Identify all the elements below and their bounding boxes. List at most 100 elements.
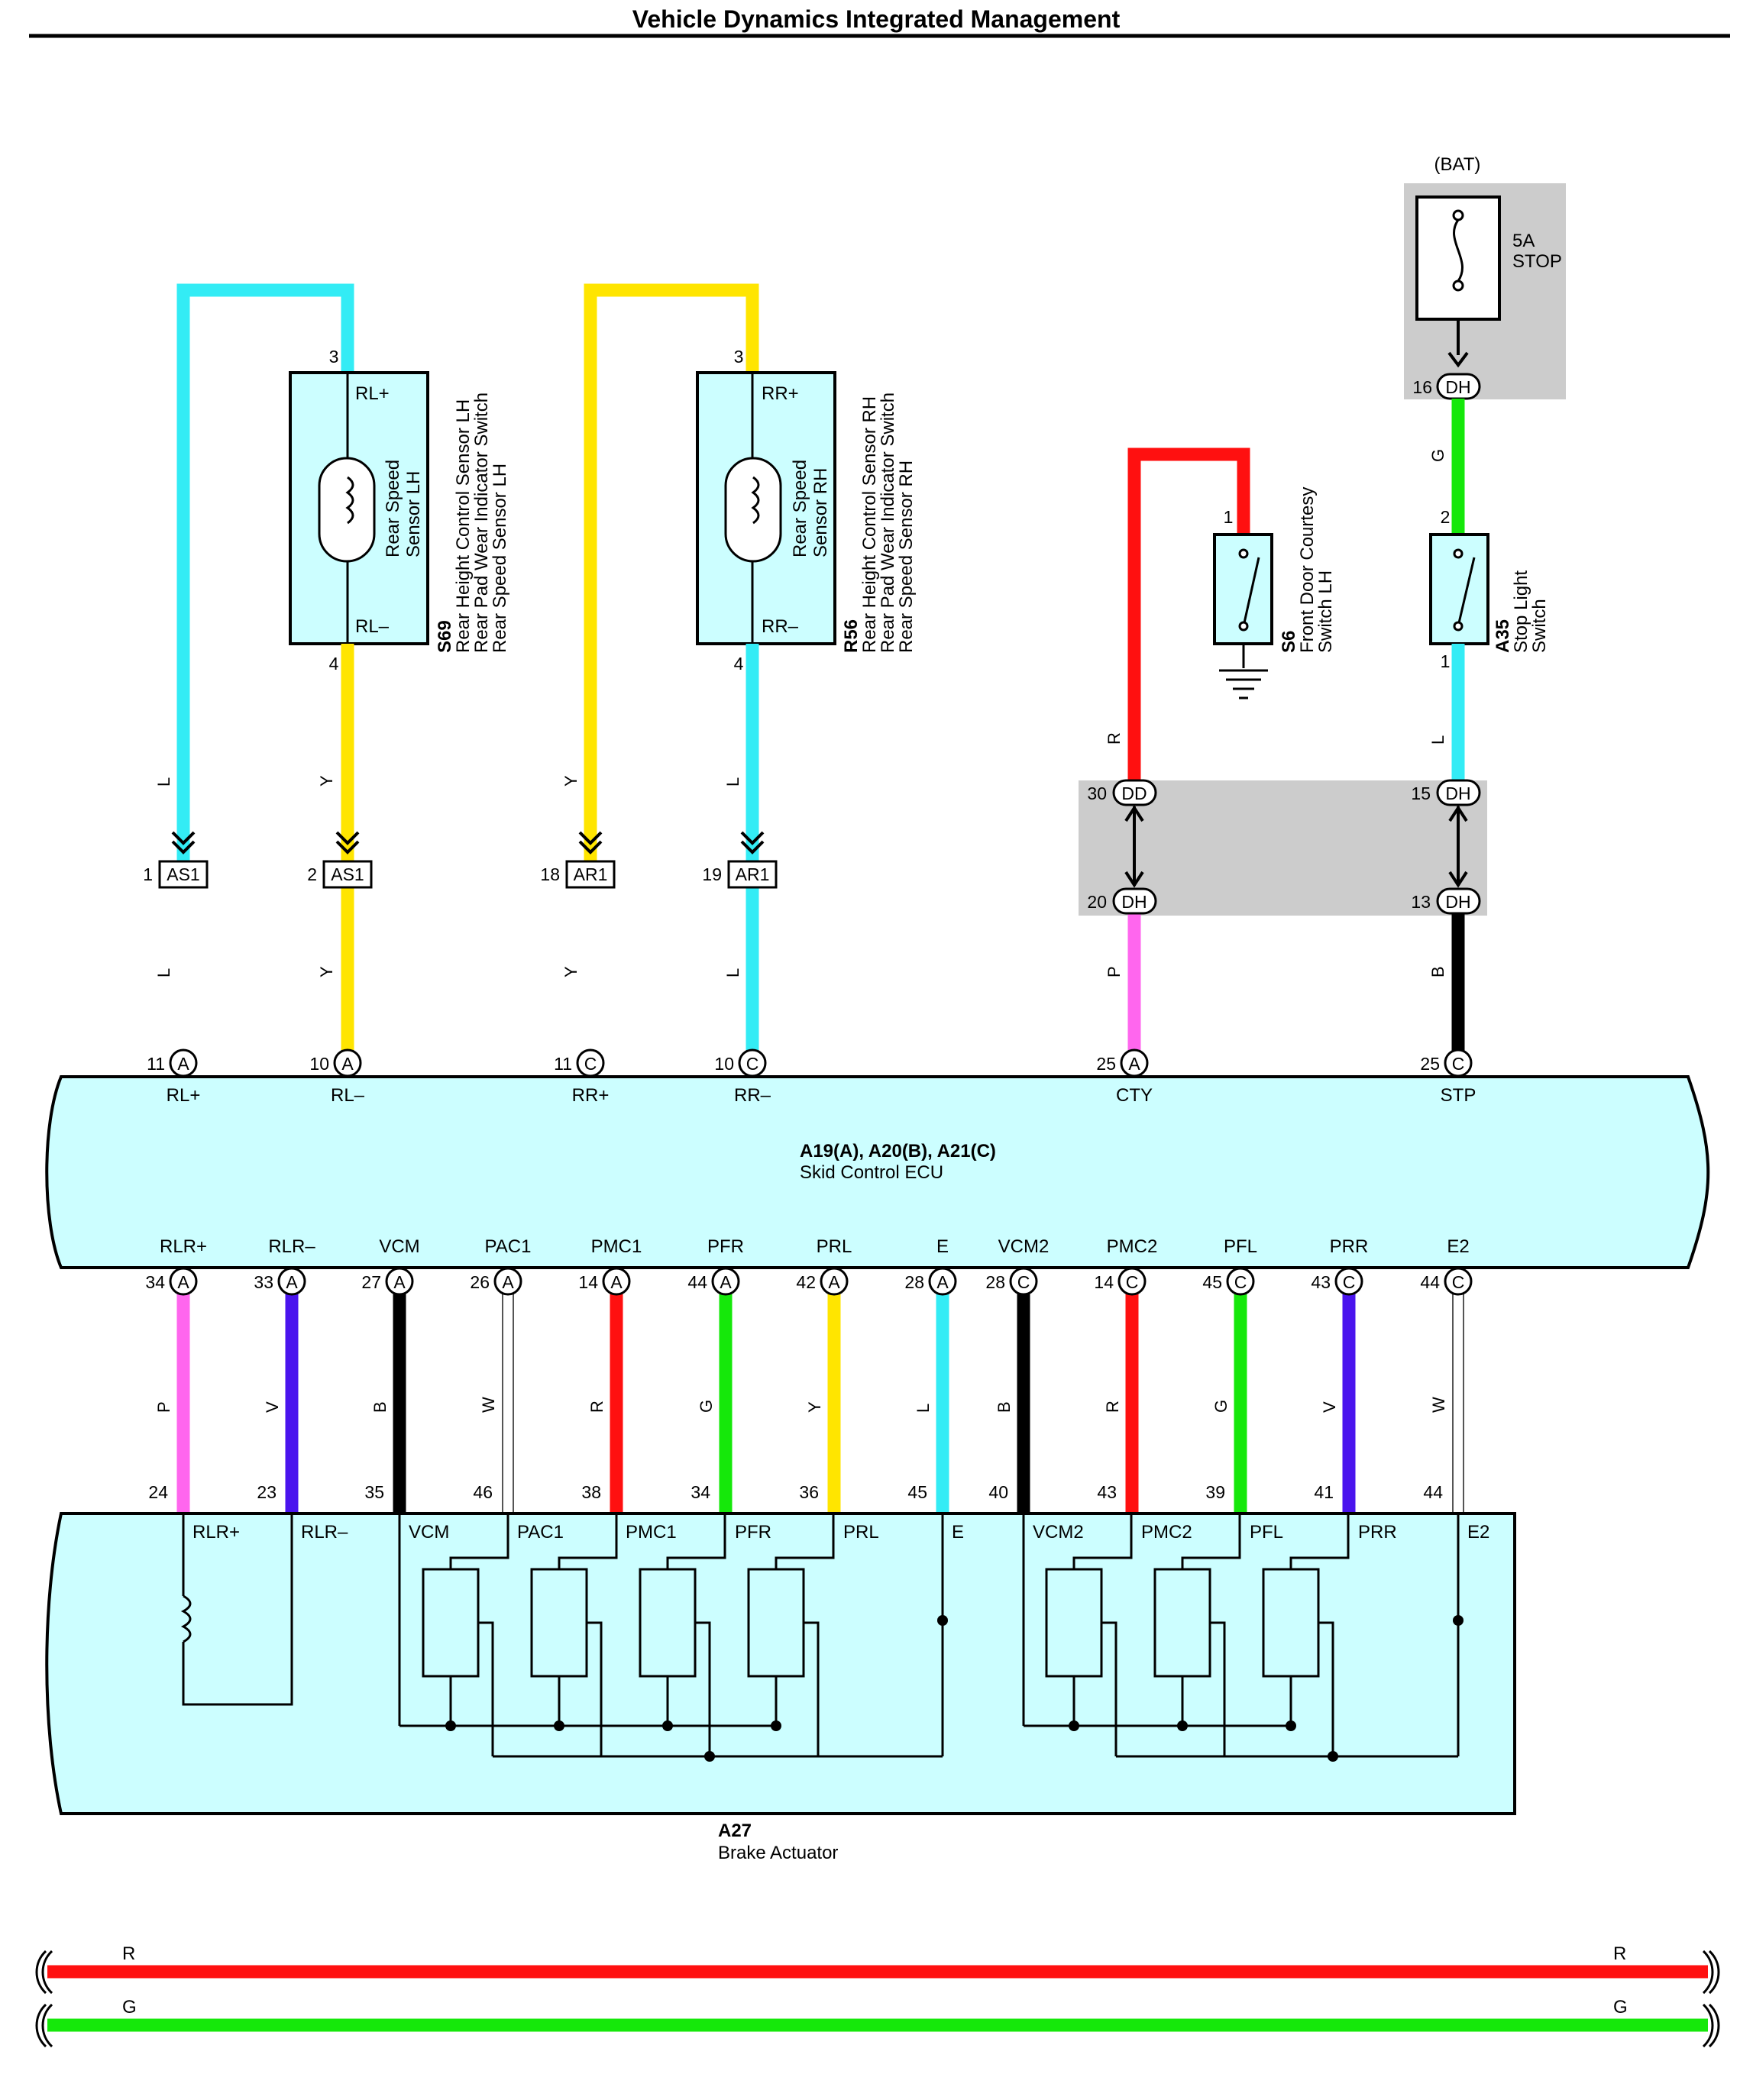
svg-text:L: L <box>154 968 173 977</box>
svg-text:PFR: PFR <box>707 1236 744 1257</box>
svg-text:2: 2 <box>307 864 317 884</box>
ecu-bottom-pin-1: RLR–A33 <box>254 1236 315 1296</box>
svg-text:L: L <box>723 968 742 977</box>
svg-text:RL–: RL– <box>331 1085 365 1106</box>
sensor-r56-coil <box>751 476 760 525</box>
ecu-bottom-pin-10: PFL C 45 <box>1202 1236 1257 1296</box>
sensor-s69-bottom-pin: 4 <box>329 654 339 674</box>
svg-text:10: 10 <box>309 1054 329 1074</box>
bus-g-right: G <box>1613 1997 1628 2018</box>
svg-text:CTY: CTY <box>1116 1085 1153 1106</box>
sensor-s69-top-pin: 3 <box>329 347 339 367</box>
svg-text:1: 1 <box>143 864 153 884</box>
svg-text:E2: E2 <box>1447 1236 1469 1257</box>
inline-connector-as1-1: AS1 1 <box>143 831 209 889</box>
svg-text:18: 18 <box>540 864 560 884</box>
sensor-s69-id: S69 <box>435 620 455 653</box>
svg-text:Y: Y <box>317 775 336 787</box>
svg-text:PRR: PRR <box>1330 1236 1369 1257</box>
actuator-label-11: PRR <box>1358 1522 1397 1543</box>
switch-s6-blade <box>1242 557 1260 627</box>
svg-text:42: 42 <box>796 1272 816 1292</box>
svg-text:G: G <box>1428 449 1447 462</box>
actuator-label-7: E <box>952 1522 964 1543</box>
svg-text:A: A <box>341 1054 354 1074</box>
svg-text:L: L <box>914 1404 933 1413</box>
svg-text:PRL: PRL <box>817 1236 852 1257</box>
upper-wire-labels: L Y Y L R G L L Y Y L P B <box>154 449 1447 977</box>
svg-text:DH: DH <box>1445 377 1470 397</box>
svg-text:B: B <box>370 1401 390 1413</box>
svg-text:40: 40 <box>988 1482 1008 1502</box>
ground-icon <box>1219 669 1268 699</box>
ecu-box <box>45 1075 1710 1269</box>
sensor-r56-desc3: Rear Speed Sensor RH <box>896 460 917 653</box>
svg-text:AS1: AS1 <box>167 864 199 884</box>
svg-text:R: R <box>1105 732 1124 745</box>
junction-arrows <box>1124 805 1468 888</box>
connector-dh-13: DH 13 <box>1411 887 1481 915</box>
svg-text:PMC1: PMC1 <box>591 1236 642 1257</box>
svg-text:43: 43 <box>1097 1482 1117 1502</box>
svg-text:RLR–: RLR– <box>268 1236 315 1257</box>
svg-text:VCM2: VCM2 <box>998 1236 1050 1257</box>
fuse-element-icon <box>1453 219 1464 282</box>
sensor-s69-desc2: Rear Pad Wear Indicator Switch <box>471 393 492 653</box>
sensor-s69-bottom-label: RL– <box>355 616 390 637</box>
fuse-terminal-top <box>1452 209 1464 221</box>
svg-text:28: 28 <box>904 1272 924 1292</box>
svg-text:C: C <box>584 1054 597 1074</box>
svg-text:11: 11 <box>147 1054 165 1074</box>
svg-text:PFL: PFL <box>1224 1236 1257 1257</box>
wire-s6 <box>1127 447 1250 787</box>
svg-text:15: 15 <box>1411 783 1431 803</box>
sensor-r56-bottom-pin: 4 <box>734 654 744 674</box>
sensor-r56-bottom-label: RR– <box>762 616 799 637</box>
fuse-amp: 5A <box>1512 231 1535 251</box>
switch-s6-pin: 1 <box>1224 507 1234 527</box>
connector-dd-30: DD 30 <box>1087 779 1157 806</box>
svg-text:39: 39 <box>1205 1482 1225 1502</box>
fuse-name: STOP <box>1512 251 1562 272</box>
fuse-terminal-bottom <box>1452 279 1464 292</box>
ecu-name: Skid Control ECU <box>800 1162 943 1183</box>
sensor-s69-coil <box>345 476 354 525</box>
svg-text:45: 45 <box>1202 1272 1222 1292</box>
svg-text:43: 43 <box>1311 1272 1331 1292</box>
sensor-r56-desc1: Rear Height Control Sensor RH <box>859 396 880 653</box>
svg-text:C: C <box>1234 1272 1247 1292</box>
svg-text:25: 25 <box>1420 1054 1440 1074</box>
svg-text:A: A <box>177 1272 189 1292</box>
svg-text:26: 26 <box>470 1272 490 1292</box>
svg-text:34: 34 <box>145 1272 165 1292</box>
svg-text:44: 44 <box>687 1272 707 1292</box>
sensor-s69-top-label: RL+ <box>355 383 390 404</box>
svg-text:14: 14 <box>578 1272 598 1292</box>
svg-text:A: A <box>502 1272 514 1292</box>
sensor-r56-inner2: Sensor RH <box>810 468 831 557</box>
svg-text:PAC1: PAC1 <box>485 1236 532 1257</box>
svg-text:C: C <box>746 1054 759 1074</box>
svg-text:A: A <box>393 1272 406 1292</box>
svg-text:B: B <box>1428 966 1447 977</box>
connector-dh-15: DH 15 <box>1411 779 1481 806</box>
actuator-label-2: VCM <box>409 1522 449 1543</box>
actuator-label-1: RLR– <box>301 1522 348 1543</box>
actuator-label-9: PMC2 <box>1141 1522 1192 1543</box>
bus-r-right: R <box>1613 1943 1626 1964</box>
sensor-r56-desc2: Rear Pad Wear Indicator Switch <box>878 393 898 653</box>
svg-text:R: R <box>1103 1401 1122 1413</box>
svg-text:RR+: RR+ <box>572 1085 610 1106</box>
svg-text:G: G <box>1211 1400 1231 1413</box>
